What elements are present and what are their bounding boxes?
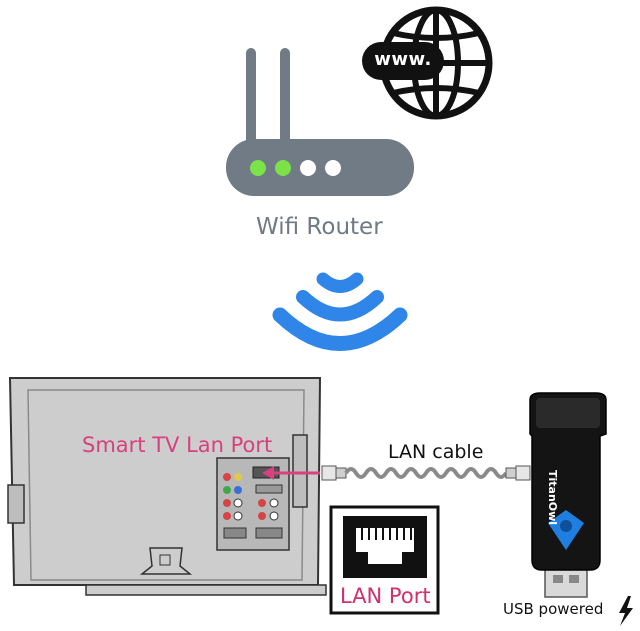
- ethernet-port-icon: [329, 505, 440, 615]
- tv-base: [85, 584, 327, 596]
- router-label: Wifi Router: [256, 214, 383, 240]
- router-antenna-left: [246, 48, 256, 150]
- www-badge: [362, 42, 444, 80]
- router-antenna-right: [280, 48, 290, 150]
- tv-side-button-left: [7, 484, 25, 524]
- router-led-2: [275, 160, 291, 176]
- router-led-1: [250, 160, 266, 176]
- tv-back-icon: [7, 377, 327, 596]
- globe-www-text: www.: [374, 49, 432, 70]
- lan-port-label: LAN Port: [340, 584, 431, 608]
- router-icon: [226, 48, 414, 196]
- router-led-4: [325, 160, 341, 176]
- cable-label: LAN cable: [388, 441, 484, 463]
- adapter-body: [529, 392, 607, 571]
- wifi-signal-icon: [272, 272, 408, 351]
- globe-icon: [362, 6, 493, 120]
- router-led-3: [300, 160, 316, 176]
- lightning-icon: [619, 596, 633, 626]
- port-pointer-arrow: [262, 466, 320, 480]
- tv-port-label: Smart TV Lan Port: [82, 433, 273, 457]
- adapter-brand-text: TitanOwl: [546, 470, 559, 526]
- tv-side-button-right: [292, 434, 308, 508]
- usb-powered-label: USB powered: [503, 600, 604, 618]
- lan-cable: [321, 465, 531, 481]
- wireless-adapter-icon: [529, 392, 607, 598]
- router-body: [226, 139, 414, 196]
